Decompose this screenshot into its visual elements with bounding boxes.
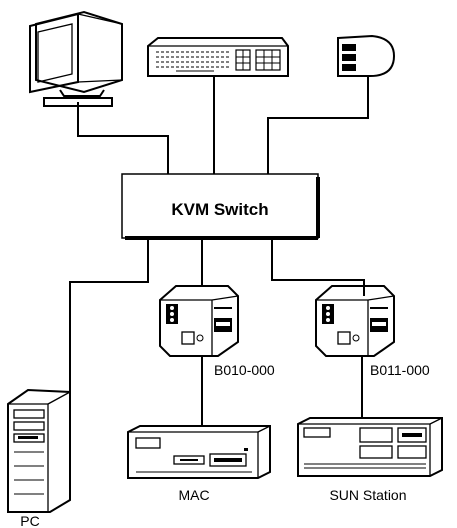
adapter-b010: B010-000 xyxy=(159,285,275,378)
mouse-icon xyxy=(337,34,396,77)
kvm-switch: KVM Switch xyxy=(121,173,320,240)
mac-desktop-icon xyxy=(127,425,271,479)
pc-tower-icon xyxy=(7,388,71,513)
peripheral-cables xyxy=(77,76,369,174)
adapter-label-b010: B010-000 xyxy=(214,362,275,378)
sun-station-icon xyxy=(297,417,443,477)
computer-label-pc: PC xyxy=(20,513,39,528)
computer-label-mac: MAC xyxy=(178,487,209,503)
computer-cables xyxy=(69,238,365,392)
keyboard-icon xyxy=(147,37,289,77)
adapter-b011: B011-000 xyxy=(315,285,430,378)
adapter-label-b011: B011-000 xyxy=(370,362,430,378)
monitor-icon xyxy=(29,10,123,107)
switch-label: KVM Switch xyxy=(171,200,268,219)
computer-label-sun: SUN Station xyxy=(329,487,406,503)
